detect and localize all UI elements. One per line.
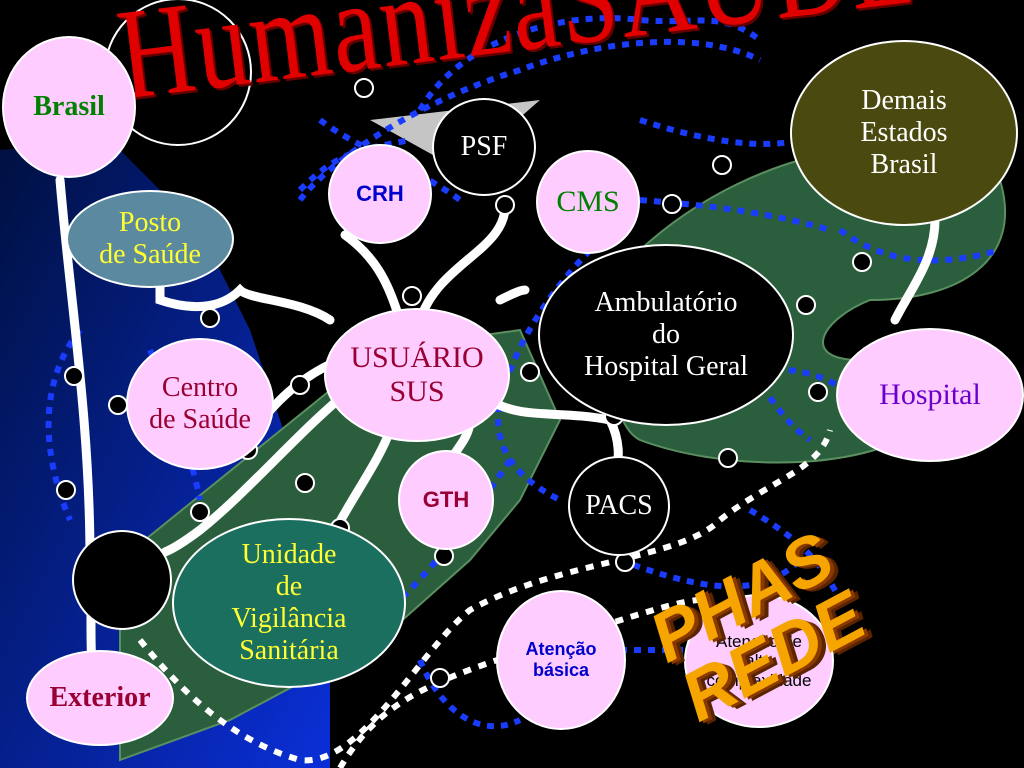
atencao-basica-line-2: básica [532, 660, 590, 680]
node-psf: PSF [432, 98, 536, 196]
node-ambulatorio: Ambulatório do Hospital Geral [538, 244, 794, 426]
demais-line-3: Brasil [870, 149, 938, 181]
usuario-line-1: USUÁRIO [350, 340, 484, 374]
node-cms-label: CMS [556, 184, 620, 218]
unidade-line-3: Vigilância [231, 603, 347, 634]
node-brasil: Brasil [2, 36, 136, 178]
node-exterior-label: Exterior [49, 681, 151, 713]
centro-line-1: Centro [161, 371, 239, 403]
usuario-line-2: SUS [389, 375, 445, 408]
node-posto-saude: Posto de Saúde [66, 190, 234, 288]
node-cms: CMS [536, 150, 640, 254]
node-black-circle [72, 530, 172, 630]
atencao-alta-line-3: complexidade [706, 670, 812, 690]
ambulatorio-line-1: Ambulatório [594, 286, 738, 318]
ambulatorio-line-3: Hospital Geral [583, 351, 749, 383]
node-atencao-basica: Atenção básica [496, 590, 626, 730]
unidade-line-4: Sanitária [239, 635, 339, 667]
node-crh-label: CRH [356, 181, 404, 207]
demais-line-1: Demais [861, 84, 947, 116]
node-exterior: Exterior [26, 650, 174, 746]
node-gth-label: GTH [422, 487, 470, 513]
posto-line-2: de Saúde [99, 239, 201, 270]
node-centro-saude: Centro de Saúde [126, 338, 274, 470]
node-usuario-sus: USUÁRIO SUS [324, 308, 510, 442]
node-psf-label: PSF [460, 130, 508, 162]
node-hospital-label: Hospital [879, 377, 981, 411]
node-hospital: Hospital [836, 328, 1024, 462]
node-demais-estados: Demais Estados Brasil [790, 40, 1018, 226]
demais-line-2: Estados [860, 116, 948, 148]
node-brasil-label: Brasil [33, 90, 105, 122]
node-crh: CRH [328, 144, 432, 244]
node-atencao-alta: Atenção de alta complexidade [684, 594, 834, 728]
atencao-alta-line-2: alta [745, 651, 773, 671]
node-gth: GTH [398, 450, 494, 550]
node-pacs: PACS [568, 456, 670, 556]
unidade-line-2: de [275, 570, 303, 602]
node-pacs-label: PACS [585, 489, 653, 521]
atencao-alta-line-1: Atenção de [715, 631, 802, 651]
white-dotted-links [137, 429, 833, 768]
centro-line-2: de Saúde [149, 404, 251, 435]
unidade-line-1: Unidade [241, 538, 337, 570]
atencao-basica-line-1: Atenção [525, 639, 597, 660]
ambulatorio-line-2: do [652, 318, 680, 350]
node-unidade-vigilancia: Unidade de Vigilância Sanitária [172, 518, 406, 688]
posto-line-1: Posto [118, 206, 182, 238]
